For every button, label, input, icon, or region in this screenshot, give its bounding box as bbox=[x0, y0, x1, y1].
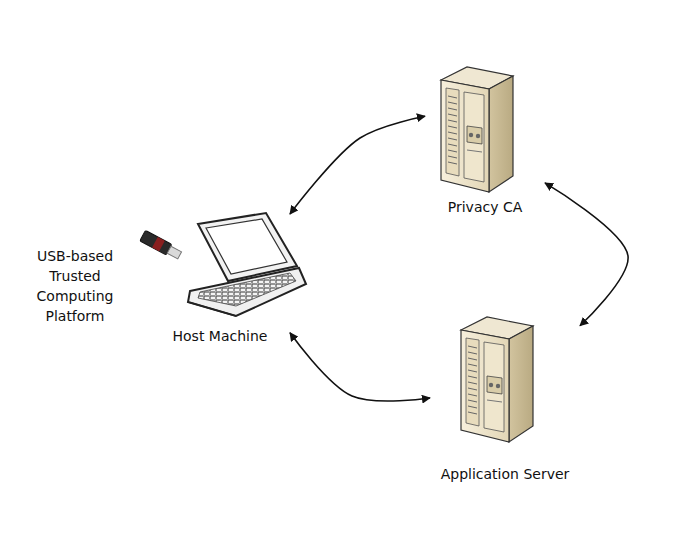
connector-arrow bbox=[545, 183, 628, 326]
device-label: USB-based Trusted Computing Platform bbox=[12, 246, 138, 326]
machine-node: Privacy CA bbox=[425, 62, 545, 217]
machine-node: Application Server bbox=[430, 312, 580, 484]
node-label: USB-based Trusted Computing Platform bbox=[12, 246, 138, 326]
machine-node: Host Machine bbox=[150, 214, 290, 346]
connector-arrow bbox=[290, 333, 430, 401]
node-label: Host Machine bbox=[150, 326, 290, 346]
node-label: Application Server bbox=[430, 464, 580, 484]
connector-arrow bbox=[290, 116, 425, 214]
node-label: Privacy CA bbox=[425, 197, 545, 217]
